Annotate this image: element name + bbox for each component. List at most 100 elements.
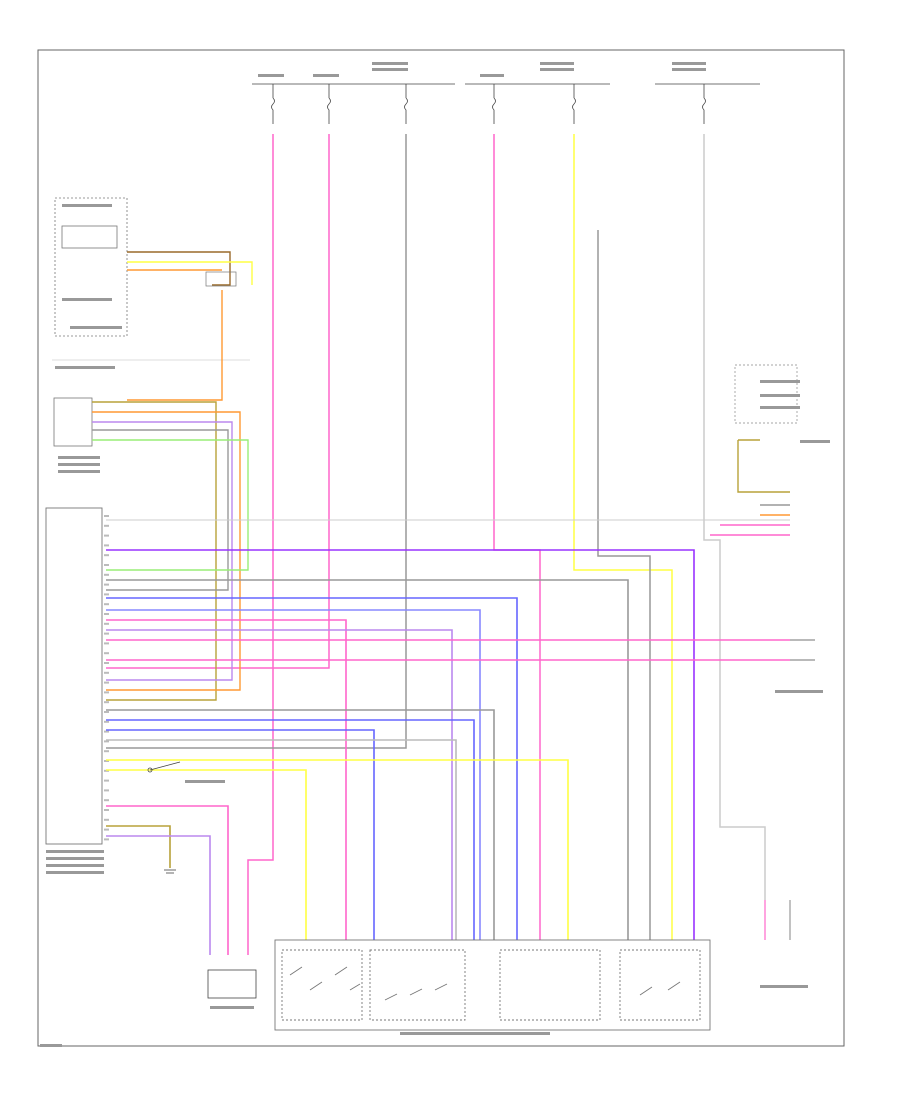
instrument-cluster-inner bbox=[61, 225, 118, 249]
brake-light-switch-lever bbox=[149, 761, 181, 771]
epb-pin-mark bbox=[104, 779, 109, 782]
bus-wire-yellow bbox=[106, 759, 569, 940]
left-parking-brake-motor bbox=[207, 969, 257, 1009]
epb-pin-mark bbox=[104, 789, 109, 792]
epb-pin-mark bbox=[104, 583, 109, 586]
epb-pin-mark bbox=[104, 740, 109, 743]
supply-wire-lightgray bbox=[703, 134, 766, 900]
bus-wires bbox=[106, 519, 790, 955]
bus-wire-blue-4 bbox=[106, 729, 375, 940]
left-motor-body bbox=[207, 969, 257, 999]
fuse-5 bbox=[572, 84, 576, 124]
supply-wires bbox=[106, 134, 766, 955]
epb-label-2 bbox=[46, 857, 104, 860]
epb-pin-mark bbox=[104, 573, 109, 576]
epb-pin-mark bbox=[104, 593, 109, 596]
bus-wire-purple-main bbox=[106, 549, 695, 940]
epb-pin-mark bbox=[104, 613, 109, 615]
right-motor-label bbox=[775, 690, 823, 693]
epb-pin-mark bbox=[104, 760, 109, 762]
bus-wire-purple-down bbox=[106, 835, 211, 955]
parking-brake-button-body bbox=[274, 939, 711, 1031]
supply-wire-gray-1 bbox=[106, 134, 407, 749]
bus-wire-pink-down bbox=[106, 805, 229, 955]
parking-brake-button-contact-3 bbox=[639, 981, 681, 996]
epb-pin-mark bbox=[104, 515, 109, 517]
ground-symbol-1 bbox=[164, 869, 176, 874]
fuse-label-3 bbox=[372, 62, 408, 65]
left-motor-label bbox=[210, 1006, 254, 1009]
fuse-label-5 bbox=[480, 74, 504, 77]
epb-pin-mark bbox=[104, 730, 109, 733]
abs-label-2 bbox=[58, 463, 100, 466]
epb-pin-mark bbox=[104, 632, 109, 635]
instrument-cluster-label-1 bbox=[62, 204, 112, 207]
epb-pin-mark bbox=[104, 662, 109, 664]
fuse-1 bbox=[271, 84, 275, 124]
right-upper-label-1 bbox=[760, 380, 800, 383]
epb-pin-mark bbox=[104, 750, 109, 753]
abs-wire-orange bbox=[92, 411, 241, 691]
epb-label-4 bbox=[46, 871, 104, 874]
epb-pin-mark bbox=[104, 838, 109, 841]
right-lower-label bbox=[760, 985, 808, 988]
epb-pin-mark bbox=[104, 701, 109, 704]
right-upper-label-2 bbox=[760, 394, 800, 397]
supply-wire-gray-2 bbox=[597, 230, 651, 940]
epb-pin-mark bbox=[104, 809, 109, 811]
parking-brake-button-switch-3 bbox=[499, 949, 601, 1021]
epb-pin-mark bbox=[104, 691, 109, 694]
brake-light-switch bbox=[147, 761, 225, 783]
parking-brake-button-switch-2 bbox=[369, 949, 466, 1021]
cluster-wire-orange-drop bbox=[127, 290, 223, 401]
bus-wire-blue-3 bbox=[106, 719, 475, 940]
abs-wire-purple bbox=[92, 421, 233, 681]
epb-pin-mark bbox=[104, 554, 109, 557]
fuses bbox=[271, 84, 706, 124]
instrument-cluster-body bbox=[54, 197, 128, 337]
parking-brake-button bbox=[274, 939, 711, 1035]
instrument-cluster bbox=[52, 197, 250, 369]
right-middle-label bbox=[800, 440, 830, 443]
abs-wire-brown bbox=[92, 401, 217, 701]
instrument-cluster-wires bbox=[127, 251, 253, 401]
epb-pin-mark bbox=[104, 534, 109, 537]
parking-brake-button-label bbox=[400, 1032, 550, 1035]
epb-pin-mark bbox=[104, 652, 109, 655]
right-middle-wire-olive bbox=[737, 440, 790, 493]
fuse-3 bbox=[404, 84, 408, 124]
abs-wire-gray bbox=[92, 429, 229, 591]
epb-pin-mark bbox=[104, 622, 109, 625]
fuse-label-4 bbox=[372, 68, 408, 71]
right-upper-module bbox=[734, 364, 800, 424]
epb-pin-mark bbox=[104, 720, 109, 723]
bus-wire-blue-2 bbox=[106, 609, 481, 940]
epb-pin-mark bbox=[104, 544, 109, 547]
epb-control-module bbox=[45, 507, 104, 874]
epb-pin-mark bbox=[104, 642, 109, 645]
epb-pin-mark bbox=[104, 564, 109, 566]
bus-wire-purple-2 bbox=[106, 629, 453, 940]
right-middle-module bbox=[737, 439, 830, 493]
abs-control-module bbox=[53, 397, 100, 473]
parking-brake-button-contact-2 bbox=[384, 983, 448, 1001]
fuse-label-2 bbox=[313, 74, 339, 77]
brake-light-switch-contact bbox=[147, 767, 153, 773]
fuse-label-8 bbox=[672, 62, 706, 65]
fuse-label-6 bbox=[540, 62, 574, 65]
cluster-connector bbox=[205, 271, 237, 287]
fuse-4 bbox=[492, 84, 496, 124]
epb-pin-mark bbox=[104, 671, 109, 674]
cluster-wire-yellow bbox=[127, 261, 253, 285]
bus-wire-pink-1 bbox=[106, 619, 347, 940]
epb-pin-mark bbox=[104, 711, 109, 713]
abs-control-module-body bbox=[53, 397, 93, 447]
abs-wires bbox=[92, 401, 249, 701]
epb-label-3 bbox=[46, 864, 104, 867]
supply-wire-pink-1 bbox=[247, 134, 274, 955]
diagram-frame bbox=[37, 49, 845, 1047]
supply-wire-pink-2 bbox=[106, 134, 330, 669]
fuse-2 bbox=[327, 84, 331, 124]
bus-wire-blue-1 bbox=[106, 597, 518, 940]
